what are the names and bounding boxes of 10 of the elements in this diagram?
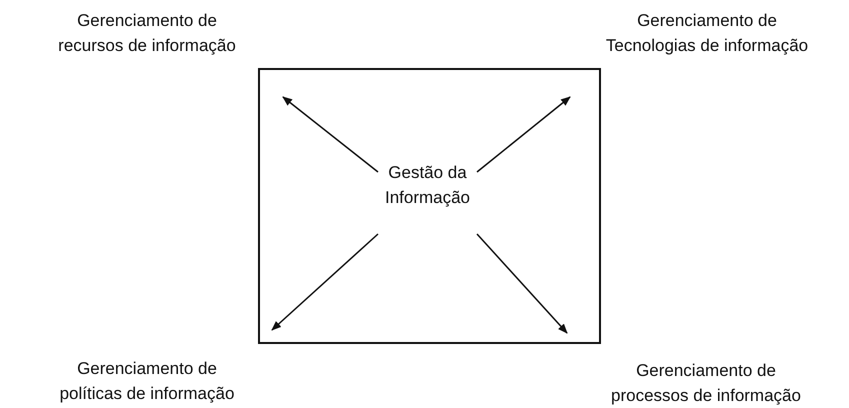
frame-box <box>258 68 601 344</box>
arrow <box>271 233 378 331</box>
node-label: Gerenciamento de recursos de informação <box>57 10 237 57</box>
node-label: Gerenciamento de processos de informação <box>610 360 802 407</box>
arrow <box>282 96 378 173</box>
node-label: Gerenciamento de Tecnologias de informação <box>604 10 810 57</box>
arrow <box>476 234 568 334</box>
node-label: Gerenciamento de políticas de informação <box>58 358 236 405</box>
arrow <box>476 96 571 173</box>
center-label: Gestão da Informação <box>384 162 472 209</box>
